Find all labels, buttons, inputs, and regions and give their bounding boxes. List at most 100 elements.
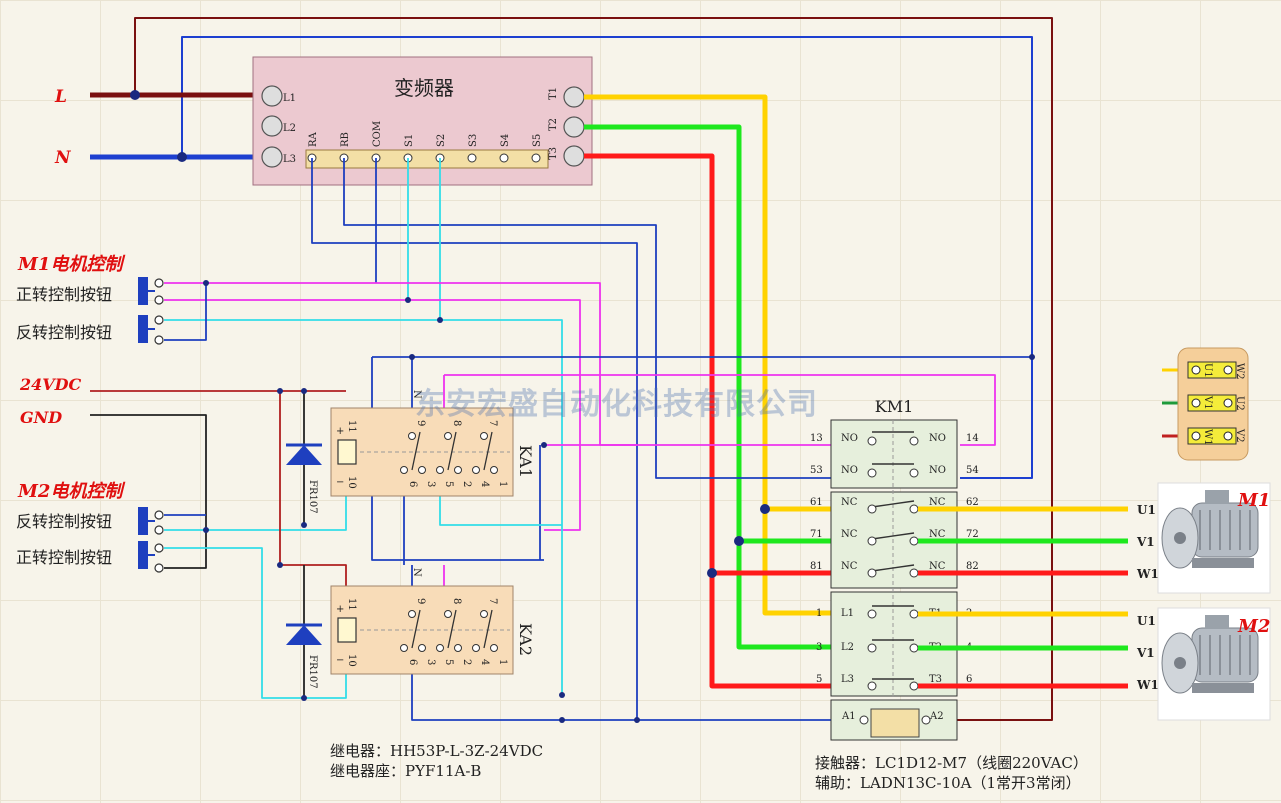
m2-buttons[interactable] <box>138 507 155 569</box>
supply-n-label: N <box>54 148 72 168</box>
gnd-label: GND <box>20 408 62 427</box>
svg-text:61: 61 <box>810 497 823 508</box>
svg-text:NO: NO <box>841 465 858 476</box>
svg-text:53: 53 <box>810 465 823 476</box>
m2-control-title: M2电机控制 <box>17 481 125 502</box>
m1-control-title: M1电机控制 <box>17 254 125 275</box>
tb-w1: W1 <box>1202 429 1213 446</box>
svg-text:3: 3 <box>816 642 822 653</box>
relay-model-note: 继电器：HH53P-L-3Z-24VDC <box>330 742 543 760</box>
tb-v1: V1 <box>1202 395 1213 410</box>
relay-ka2 <box>330 585 514 675</box>
svg-text:NO: NO <box>841 433 858 444</box>
svg-text:62: 62 <box>966 497 979 508</box>
m1-buttons[interactable] <box>138 277 155 343</box>
vfd-box <box>252 56 593 186</box>
ka2-n: N <box>411 568 422 577</box>
svg-text:14: 14 <box>966 433 979 444</box>
svg-text:81: 81 <box>810 561 823 572</box>
km1-row-1: 13 NO NO 14 <box>810 433 979 444</box>
ka1-minus: − <box>336 477 344 488</box>
ka2-pin-2: 2 <box>461 659 472 665</box>
m1-label: M1 <box>1237 490 1270 511</box>
ka1-n: N <box>411 390 422 399</box>
vfd-t3: T3 <box>548 147 559 160</box>
ka1-pin-1: 1 <box>497 481 508 487</box>
svg-text:13: 13 <box>810 433 823 444</box>
diode-1-label: FR107 <box>307 480 318 514</box>
vfd-t2: T2 <box>548 118 559 131</box>
control-junctions <box>203 280 1035 723</box>
km1-title: KM1 <box>875 397 914 416</box>
m1-rev-label: 反转控制按钮 <box>16 323 112 342</box>
svg-text:L1: L1 <box>841 608 854 619</box>
m2-phase-labels: U1 V1 W1 <box>1136 614 1159 692</box>
km1-coil-a2: A2 <box>929 711 944 722</box>
ka1-plus: + <box>336 426 344 437</box>
svg-text:T3: T3 <box>929 674 942 685</box>
ka1-pin-10: 10 <box>346 476 357 489</box>
svg-text:NC: NC <box>929 529 946 540</box>
svg-text:72: 72 <box>966 529 979 540</box>
vfd-com: COM <box>372 121 383 147</box>
m2-button-contacts <box>154 510 164 573</box>
diode-2-label: FR107 <box>307 655 318 689</box>
ka1-pin-2: 2 <box>461 481 472 487</box>
motor-m2-image <box>1157 607 1271 721</box>
svg-text:NC: NC <box>841 497 858 508</box>
vfd-l3: L3 <box>283 154 296 165</box>
ka2-pin-7: 7 <box>487 598 498 604</box>
contactor-km1 <box>830 419 958 741</box>
m1-phase-labels: U1 V1 W1 <box>1136 503 1159 581</box>
ka1-pin-8: 8 <box>451 420 462 426</box>
control-wires <box>90 158 1032 721</box>
ka1-pin-3: 3 <box>425 481 436 487</box>
svg-text:NO: NO <box>929 433 946 444</box>
svg-text:1: 1 <box>816 608 822 619</box>
ka2-minus: − <box>336 655 344 666</box>
supply-l-label: L <box>54 87 67 107</box>
svg-text:W1: W1 <box>1136 678 1159 692</box>
km1-coil-a1: A1 <box>841 711 856 722</box>
ka2-pin-4: 4 <box>479 659 490 665</box>
vfd-l1: L1 <box>283 93 296 104</box>
svg-text:54: 54 <box>966 465 979 476</box>
svg-text:U1: U1 <box>1137 503 1156 517</box>
ka1-pin-9: 9 <box>415 420 426 426</box>
vfd-s3: S3 <box>468 134 479 147</box>
svg-text:6: 6 <box>966 674 972 685</box>
svg-text:NC: NC <box>929 561 946 572</box>
ka1-pin-11: 11 <box>346 420 357 433</box>
vfd-s1: S1 <box>404 134 415 147</box>
ka1-pin-5: 5 <box>443 481 454 487</box>
ka2-pin-10: 10 <box>346 654 357 667</box>
tb-v2: V2 <box>1234 428 1245 443</box>
svg-text:5: 5 <box>816 674 822 685</box>
vfd-t1: T1 <box>548 87 559 100</box>
tb-u2: U2 <box>1234 396 1245 411</box>
m2-fwd-label: 正转控制按钮 <box>16 548 112 567</box>
vfd-output-terminals <box>563 86 585 167</box>
ka2-pin-1: 1 <box>497 659 508 665</box>
svg-text:NC: NC <box>929 497 946 508</box>
svg-text:W1: W1 <box>1136 567 1159 581</box>
svg-text:V1: V1 <box>1136 646 1155 660</box>
m1-fwd-label: 正转控制按钮 <box>16 285 112 304</box>
aux-model-note: 辅助：LADN13C-10A（1常开3常闭） <box>815 774 1081 792</box>
km1-row-2: 53 NO NO 54 <box>810 465 979 476</box>
ka2-pin-5: 5 <box>443 659 454 665</box>
svg-text:V1: V1 <box>1136 535 1155 549</box>
ka2-pin-9: 9 <box>415 598 426 604</box>
svg-text:NC: NC <box>841 561 858 572</box>
relay-ka1 <box>330 407 514 497</box>
ka2-pin-3: 3 <box>425 659 436 665</box>
ka2-pin-8: 8 <box>451 598 462 604</box>
m1-button-contacts <box>154 278 164 345</box>
motor-wires <box>918 506 1128 689</box>
ka2-plus: + <box>336 604 344 615</box>
vfd-rb: RB <box>340 132 351 147</box>
km1-row-3: 61 NC NC 62 <box>810 497 979 508</box>
svg-text:82: 82 <box>966 561 979 572</box>
relay-base-note: 继电器座：PYF11A-B <box>330 762 481 780</box>
